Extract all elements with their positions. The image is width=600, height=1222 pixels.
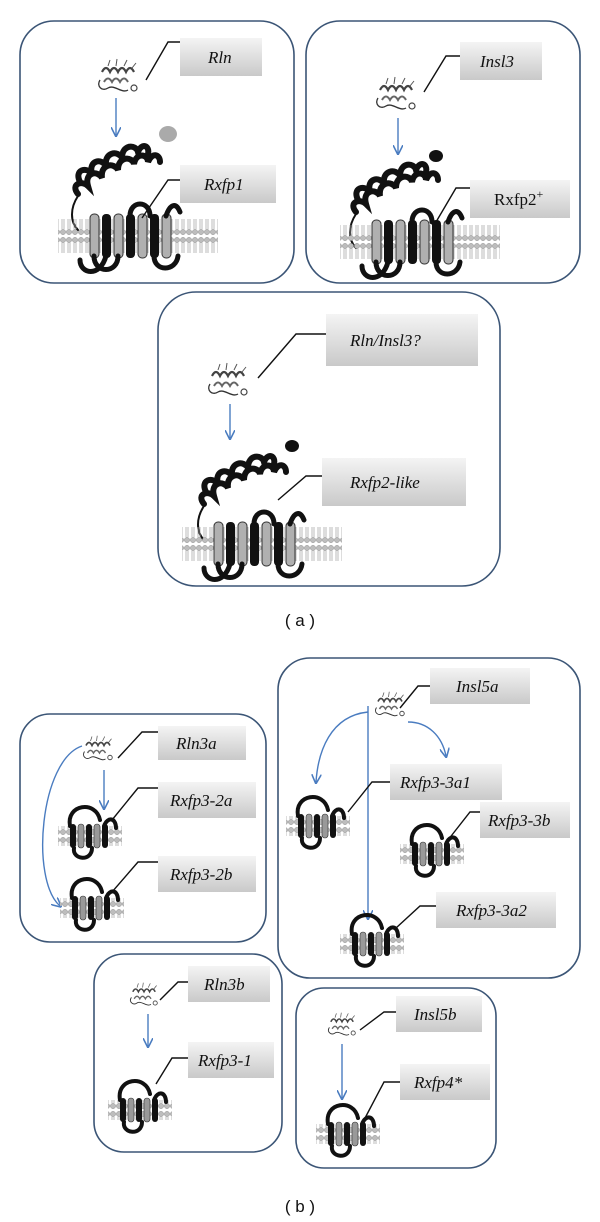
ligand-label-box — [396, 996, 482, 1032]
leader-line — [347, 781, 390, 813]
ligand-label-box — [158, 726, 246, 760]
ligand-label-insl3: Insl3 — [479, 52, 514, 71]
receptor-label-box — [322, 458, 466, 506]
ligand-label-box — [188, 966, 270, 1002]
receptor-label-rxfp1: Rxfp1 — [203, 175, 244, 194]
receptor-label-box — [180, 165, 276, 203]
receptor-label-box — [436, 892, 556, 928]
receptor-label-box — [470, 180, 570, 218]
leader-line — [155, 1057, 188, 1085]
leader-line — [117, 731, 158, 759]
binding-arrow — [41, 745, 83, 906]
leader-line — [447, 811, 480, 841]
receptor-label-box — [188, 1042, 274, 1078]
ligand-label-insl5b: Insl5b — [413, 1005, 457, 1024]
leader-line — [359, 1011, 396, 1031]
panel-a-caption: ( a ) — [285, 611, 315, 630]
receptor-label-rxfp2: Rxfp2+ — [494, 187, 544, 209]
leader-line — [277, 475, 322, 501]
ligand-label-rln3b: Rln3b — [203, 975, 245, 994]
receptor-label-box — [480, 802, 570, 838]
receptor-label-box — [390, 764, 502, 800]
ligand-label-box — [180, 38, 262, 76]
binding-arrow — [316, 711, 369, 782]
receptor-label-rxfp3-2b: Rxfp3-2b — [169, 865, 232, 884]
receptor-label-box — [400, 1064, 490, 1100]
leader-line — [363, 1081, 400, 1121]
leader-line — [111, 787, 158, 821]
ligand-label-box — [430, 668, 530, 704]
binding-arrow — [407, 721, 446, 756]
leader-line — [395, 905, 436, 929]
panel-b-caption: ( b ) — [285, 1197, 315, 1216]
leader-line — [145, 41, 180, 81]
ligand-label-rln3a: Rln3a — [175, 734, 217, 753]
leader-line — [435, 187, 470, 223]
receptor-label-rxfp4: Rxfp4* — [413, 1073, 463, 1092]
leader-line — [399, 685, 430, 709]
receptor-label-rxfp3-3a2: Rxfp3-3a2 — [455, 901, 527, 920]
leader-line — [423, 55, 460, 93]
ligand-label-box — [326, 314, 478, 366]
receptor-label-rxfp3-1: Rxfp3-1 — [197, 1051, 252, 1070]
ligand-label-box — [460, 42, 542, 80]
receptor-label-rxfp2-like: Rxfp2-like — [349, 473, 420, 492]
leader-line — [141, 179, 180, 219]
receptor-label-rxfp3-2a: Rxfp3-2a — [169, 791, 232, 810]
leader-line — [257, 333, 326, 379]
ligand-label-rln-insl3: Rln/Insl3? — [349, 331, 421, 350]
receptor-label-rxfp3-3b: Rxfp3-3b — [487, 811, 550, 830]
ligand-label-rln: Rln — [207, 48, 232, 67]
leader-line — [159, 981, 188, 1001]
receptor-label-rxfp3-3a1: Rxfp3-3a1 — [399, 773, 471, 792]
receptor-label-box — [158, 856, 256, 892]
receptor-label-box — [158, 782, 256, 818]
ligand-label-insl5a: Insl5a — [455, 677, 499, 696]
leader-line — [111, 861, 158, 893]
